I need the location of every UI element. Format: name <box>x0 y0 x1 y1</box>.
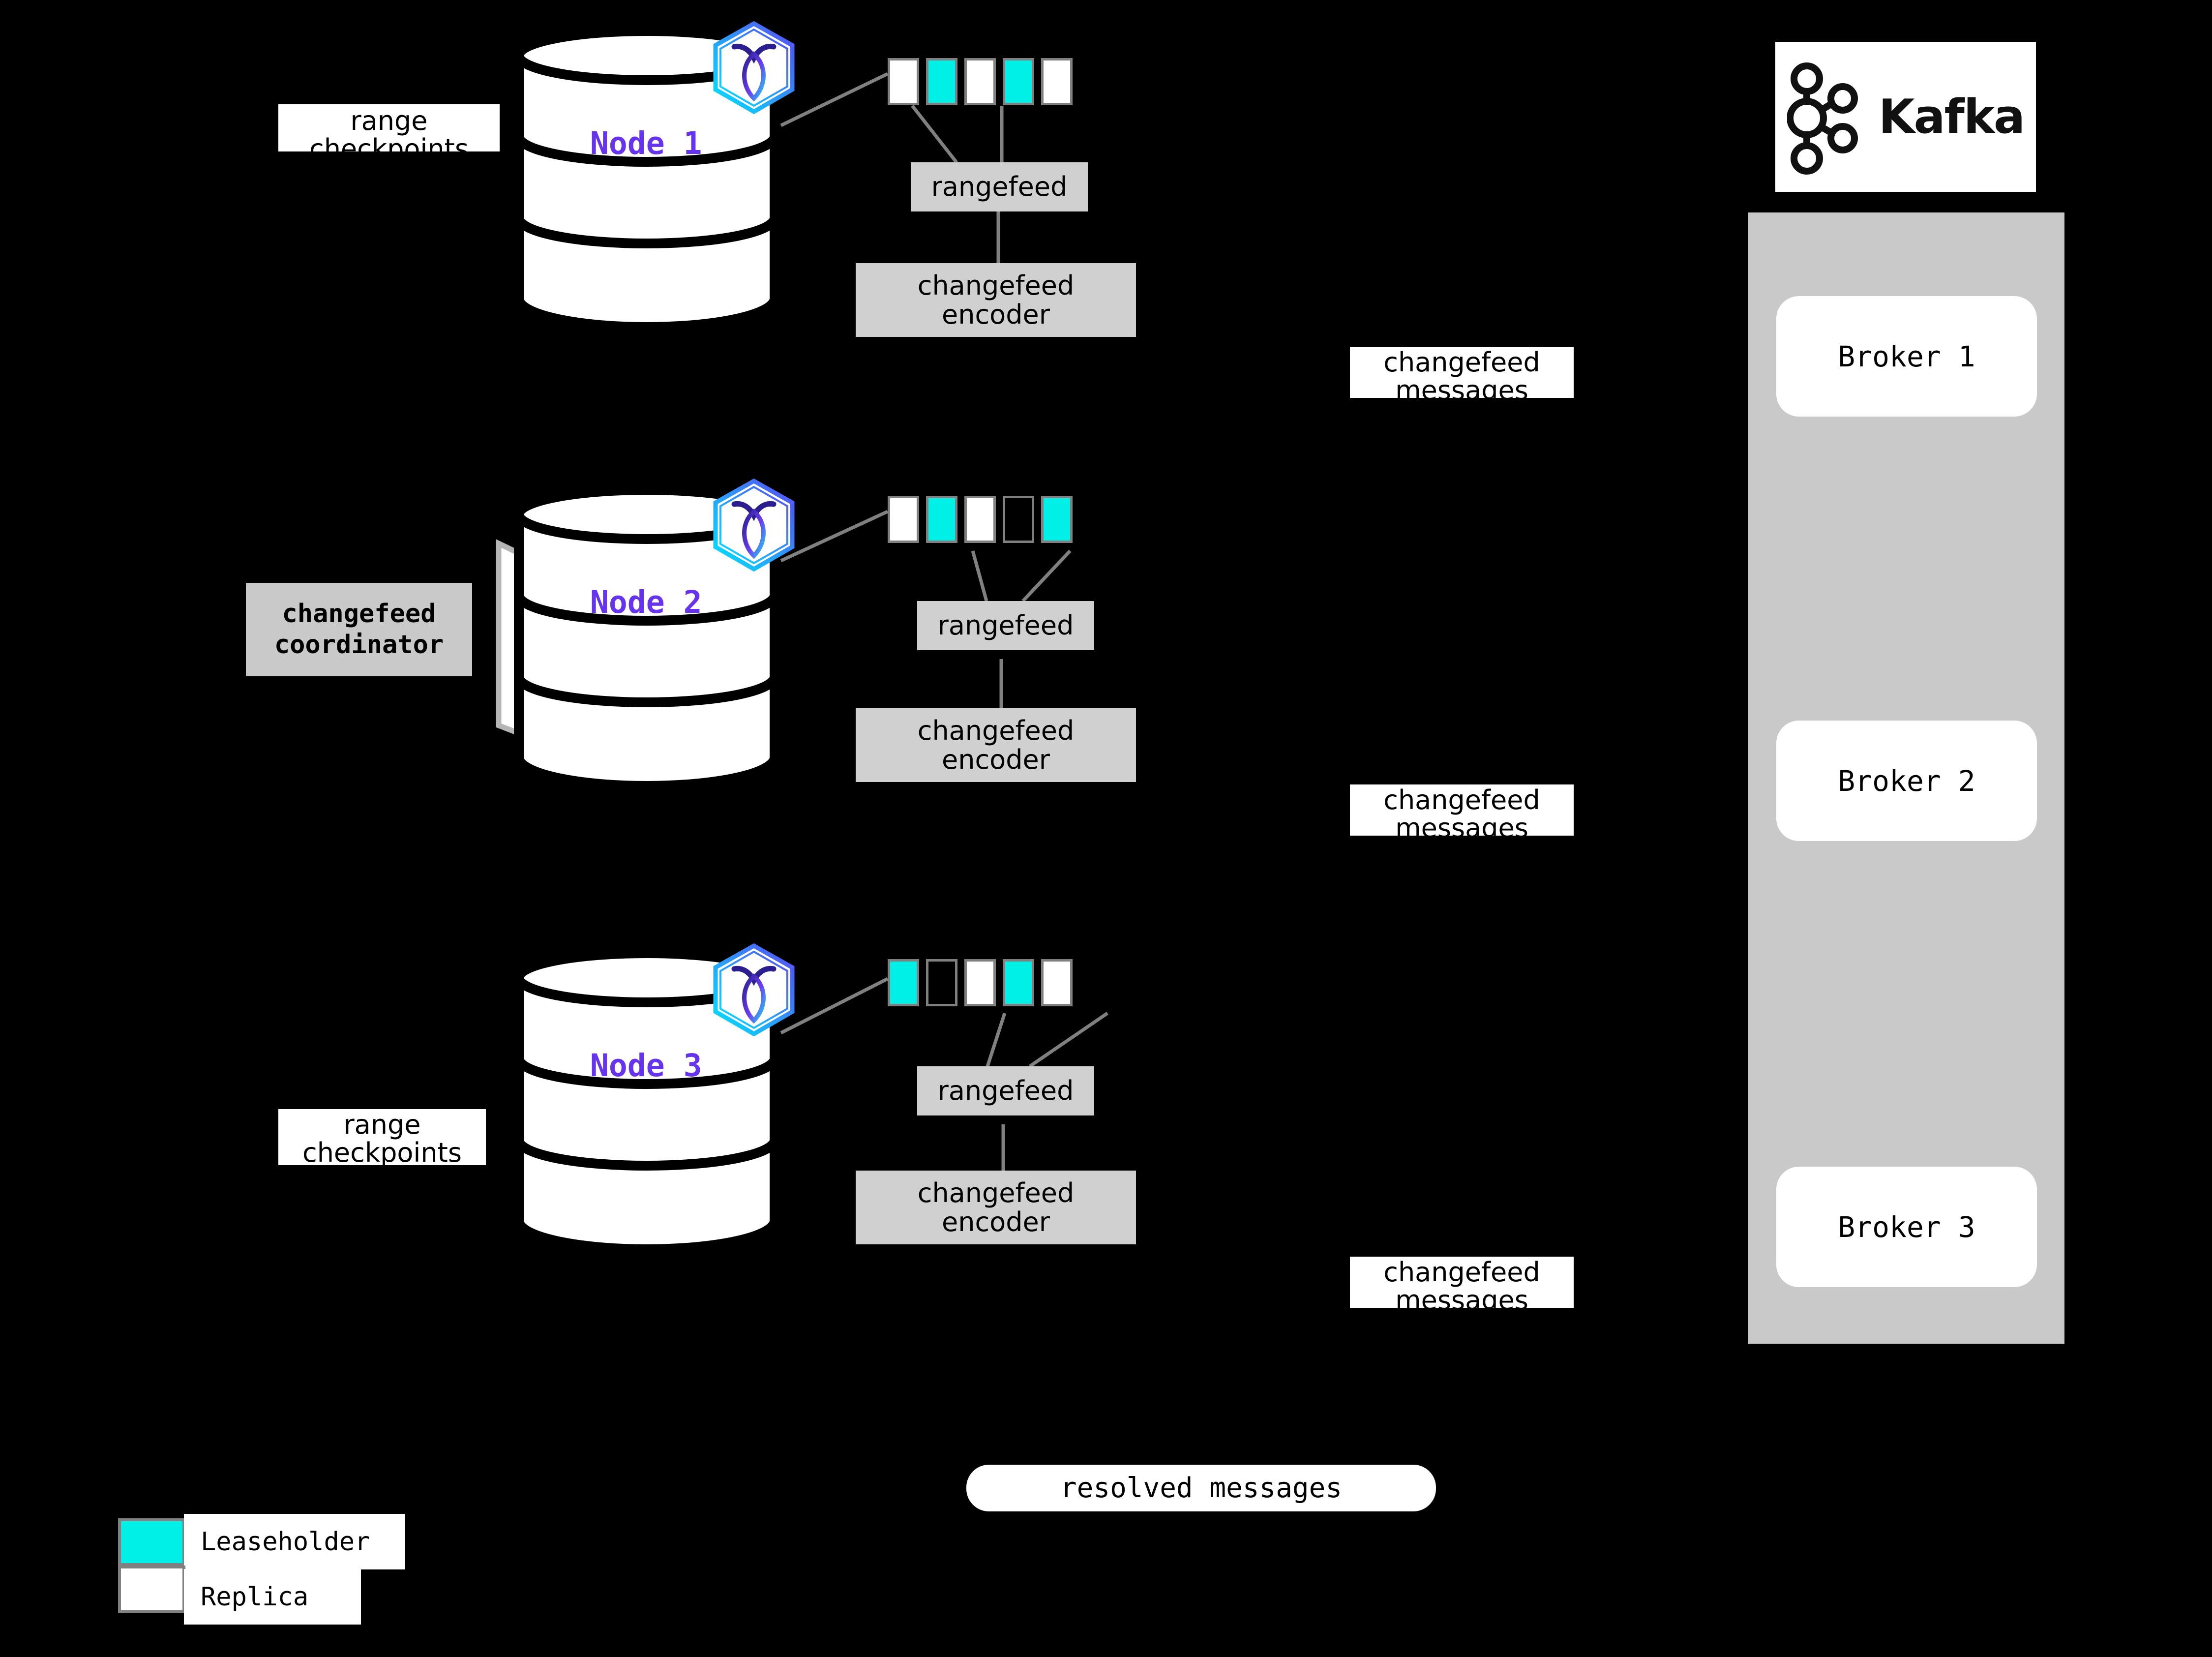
broker-2-box[interactable]: Broker 2 <box>1776 721 2037 841</box>
range-box-leaseholder[interactable] <box>926 496 957 543</box>
changefeed-messages-label-1: changefeed messages <box>1350 347 1574 404</box>
message-line-2: messages <box>1395 1284 1528 1316</box>
cockroachdb-hexagon-icon <box>710 477 798 575</box>
kafka-logo: Kafka <box>1775 42 2036 192</box>
message-line-1: changefeed <box>1383 1257 1540 1288</box>
range-box-replica[interactable] <box>888 496 919 543</box>
range-box-leaseholder[interactable] <box>1003 959 1034 1006</box>
range-box-replica[interactable] <box>1041 58 1073 105</box>
node-1-cylinder <box>514 26 779 332</box>
legend-label-replica: Replica <box>184 1569 361 1625</box>
node-1-changefeed-encoder-box[interactable]: changefeed encoder <box>856 263 1136 337</box>
range-box-leaseholder[interactable] <box>926 58 957 105</box>
broker-3-box[interactable]: Broker 3 <box>1776 1167 2037 1287</box>
range-box-replica[interactable] <box>964 959 996 1006</box>
encoder-line-2: encoder <box>942 299 1050 330</box>
node-3-label: Node 3 <box>590 1048 702 1084</box>
annotation-line-1: range <box>350 105 428 136</box>
annotation-line-2: checkpoints <box>309 133 469 164</box>
annotation-line-2: checkpoints <box>302 1137 462 1168</box>
changefeed-messages-label-2: changefeed messages <box>1350 784 1574 842</box>
node-2-changefeed-encoder-box[interactable]: changefeed encoder <box>856 708 1136 782</box>
range-box-leaseholder[interactable] <box>1041 496 1073 543</box>
range-box-empty[interactable] <box>1003 496 1034 543</box>
node-2-label: Node 2 <box>590 584 702 620</box>
cockroachdb-hexagon-icon <box>710 942 798 1040</box>
legend-swatch-leaseholder <box>118 1518 185 1566</box>
cockroachdb-hexagon-icon <box>710 20 798 118</box>
range-box-replica[interactable] <box>964 58 996 105</box>
range-box-empty[interactable] <box>926 959 957 1006</box>
node-2-cylinder <box>514 485 779 791</box>
range-box-leaseholder[interactable] <box>888 959 919 1006</box>
node-1-rangefeed-box[interactable]: rangefeed <box>911 162 1088 211</box>
message-line-1: changefeed <box>1383 784 1540 815</box>
range-box-replica[interactable] <box>1041 959 1073 1006</box>
message-line-1: changefeed <box>1383 347 1540 378</box>
node-1-range-checkpoints-label: range checkpoints <box>278 104 500 162</box>
range-box-leaseholder[interactable] <box>1003 58 1034 105</box>
message-line-2: messages <box>1395 812 1528 844</box>
node-2-ranges <box>888 496 1079 543</box>
changefeed-coordinator-box[interactable]: changefeed coordinator <box>246 583 472 676</box>
encoder-line-2: encoder <box>942 1206 1050 1237</box>
annotation-line-1: range <box>343 1109 421 1140</box>
coordinator-line-1: changefeed <box>282 599 436 629</box>
range-box-replica[interactable] <box>888 58 919 105</box>
broker-1-box[interactable]: Broker 1 <box>1776 296 2037 417</box>
node-3-ranges <box>888 959 1079 1006</box>
encoder-line-2: encoder <box>942 744 1050 775</box>
range-box-replica[interactable] <box>964 496 996 543</box>
node-1-label: Node 1 <box>590 125 702 161</box>
node-1-ranges <box>888 58 1079 105</box>
encoder-line-1: changefeed <box>917 715 1075 746</box>
resolved-messages-pill[interactable]: resolved messages <box>966 1465 1436 1511</box>
changefeed-messages-label-3: changefeed messages <box>1350 1257 1574 1314</box>
encoder-line-1: changefeed <box>917 1177 1075 1208</box>
node-3-changefeed-encoder-box[interactable]: changefeed encoder <box>856 1171 1136 1244</box>
kafka-graph-icon <box>1787 62 1858 175</box>
node-3-cylinder <box>514 948 779 1254</box>
coordinator-line-2: coordinator <box>274 630 444 660</box>
message-line-2: messages <box>1395 374 1528 406</box>
legend-swatch-replica <box>118 1566 185 1613</box>
node-2-rangefeed-box[interactable]: rangefeed <box>917 601 1094 650</box>
node-3-range-checkpoints-label: range checkpoints <box>278 1109 486 1168</box>
legend-label-leaseholder: Leaseholder <box>184 1514 405 1569</box>
node-3-rangefeed-box[interactable]: rangefeed <box>917 1066 1094 1115</box>
kafka-wordmark: Kafka <box>1878 90 2025 144</box>
encoder-line-1: changefeed <box>917 270 1075 301</box>
